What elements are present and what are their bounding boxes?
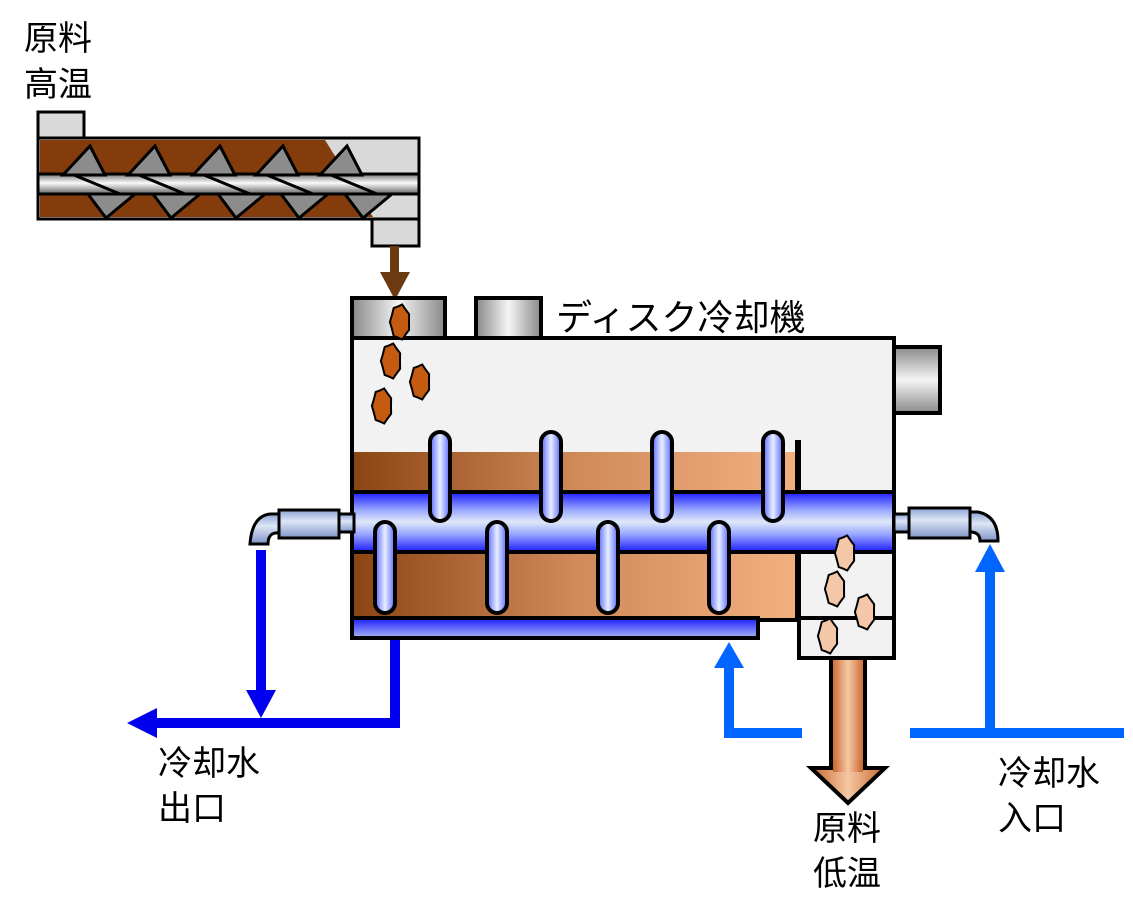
screw-flight-edge bbox=[203, 173, 251, 196]
jacket-inlet-arrow bbox=[714, 642, 744, 668]
raw-low-label-2: 低温 bbox=[813, 854, 881, 894]
material-particle bbox=[379, 342, 402, 380]
outlet-line-vertical bbox=[256, 550, 266, 690]
cooling-discs bbox=[373, 430, 785, 615]
screw-flight-edge bbox=[73, 173, 121, 196]
raw-low-label-1: 原料 bbox=[813, 809, 881, 849]
screw-flight-bottom bbox=[215, 192, 270, 221]
material-particle bbox=[408, 363, 431, 401]
screw-flight-edge bbox=[138, 173, 186, 196]
feed-arrow-head bbox=[380, 272, 410, 300]
cooling-disc bbox=[373, 520, 397, 615]
inlet-line-horizontal bbox=[910, 728, 1124, 738]
cooling-disc bbox=[539, 430, 563, 523]
material-particle bbox=[823, 570, 846, 608]
material-particles bbox=[370, 303, 876, 655]
raw-high-label-2: 高温 bbox=[24, 65, 92, 105]
inlet-up-arrow bbox=[975, 544, 1005, 572]
jacket-inlet-horizontal bbox=[724, 728, 802, 738]
conveyor-inlet bbox=[36, 110, 86, 141]
cooling-disc bbox=[761, 430, 785, 523]
cooling-disc bbox=[707, 520, 731, 615]
screw-flight-bottom bbox=[278, 192, 333, 221]
vent-nozzle bbox=[474, 296, 543, 340]
drive-housing bbox=[892, 345, 942, 415]
water-in-label-2: 入口 bbox=[998, 799, 1066, 839]
cooling-disc bbox=[596, 520, 620, 615]
conveyor-outlet bbox=[370, 217, 421, 248]
outlet-left-arrow bbox=[127, 708, 157, 738]
outlet-down-arrow bbox=[246, 690, 276, 718]
jacket-outlet-line bbox=[390, 640, 400, 728]
product-discharge bbox=[805, 656, 891, 806]
screw-flight-edge bbox=[330, 173, 378, 196]
raw-high-label-1: 原料 bbox=[24, 19, 92, 59]
material-particle bbox=[370, 387, 393, 425]
cooling-disc bbox=[428, 430, 452, 523]
jacket-inlet-line bbox=[724, 668, 734, 738]
screw-flight-edge bbox=[266, 173, 314, 196]
material-particle bbox=[833, 534, 856, 572]
screw-flight-top bbox=[124, 143, 173, 177]
material-particle bbox=[853, 593, 876, 631]
water-out-label-1: 冷却水 bbox=[158, 744, 260, 784]
outlet-line-horizontal bbox=[156, 718, 400, 728]
material-particle bbox=[388, 303, 411, 341]
screw-flight-bottom bbox=[150, 192, 205, 221]
cooling-jacket bbox=[350, 616, 760, 640]
water-in-label-1: 冷却水 bbox=[998, 754, 1100, 794]
water-outlet-flow bbox=[127, 550, 400, 738]
screw-flight-top bbox=[252, 143, 301, 177]
cooling-disc bbox=[485, 520, 509, 615]
water-inlet-flow bbox=[714, 544, 1124, 738]
screw-flight-top bbox=[316, 143, 365, 177]
screw-flight-bottom bbox=[342, 192, 397, 221]
water-outlet-joint bbox=[248, 508, 356, 546]
screw-flight-top bbox=[59, 143, 108, 177]
inlet-line-vertical bbox=[985, 572, 995, 732]
material-particle bbox=[816, 617, 839, 655]
water-out-label-2: 出口 bbox=[158, 789, 226, 829]
screw-flights bbox=[59, 143, 397, 221]
water-inlet-joint bbox=[892, 506, 1000, 543]
cooling-disc bbox=[650, 430, 674, 523]
screw-flight-bottom bbox=[85, 192, 140, 221]
screw-flight-top bbox=[189, 143, 238, 177]
screw-conveyor bbox=[36, 110, 421, 300]
machine-title: ディスク冷却機 bbox=[556, 298, 805, 339]
feed-arrow-shaft bbox=[390, 246, 399, 272]
